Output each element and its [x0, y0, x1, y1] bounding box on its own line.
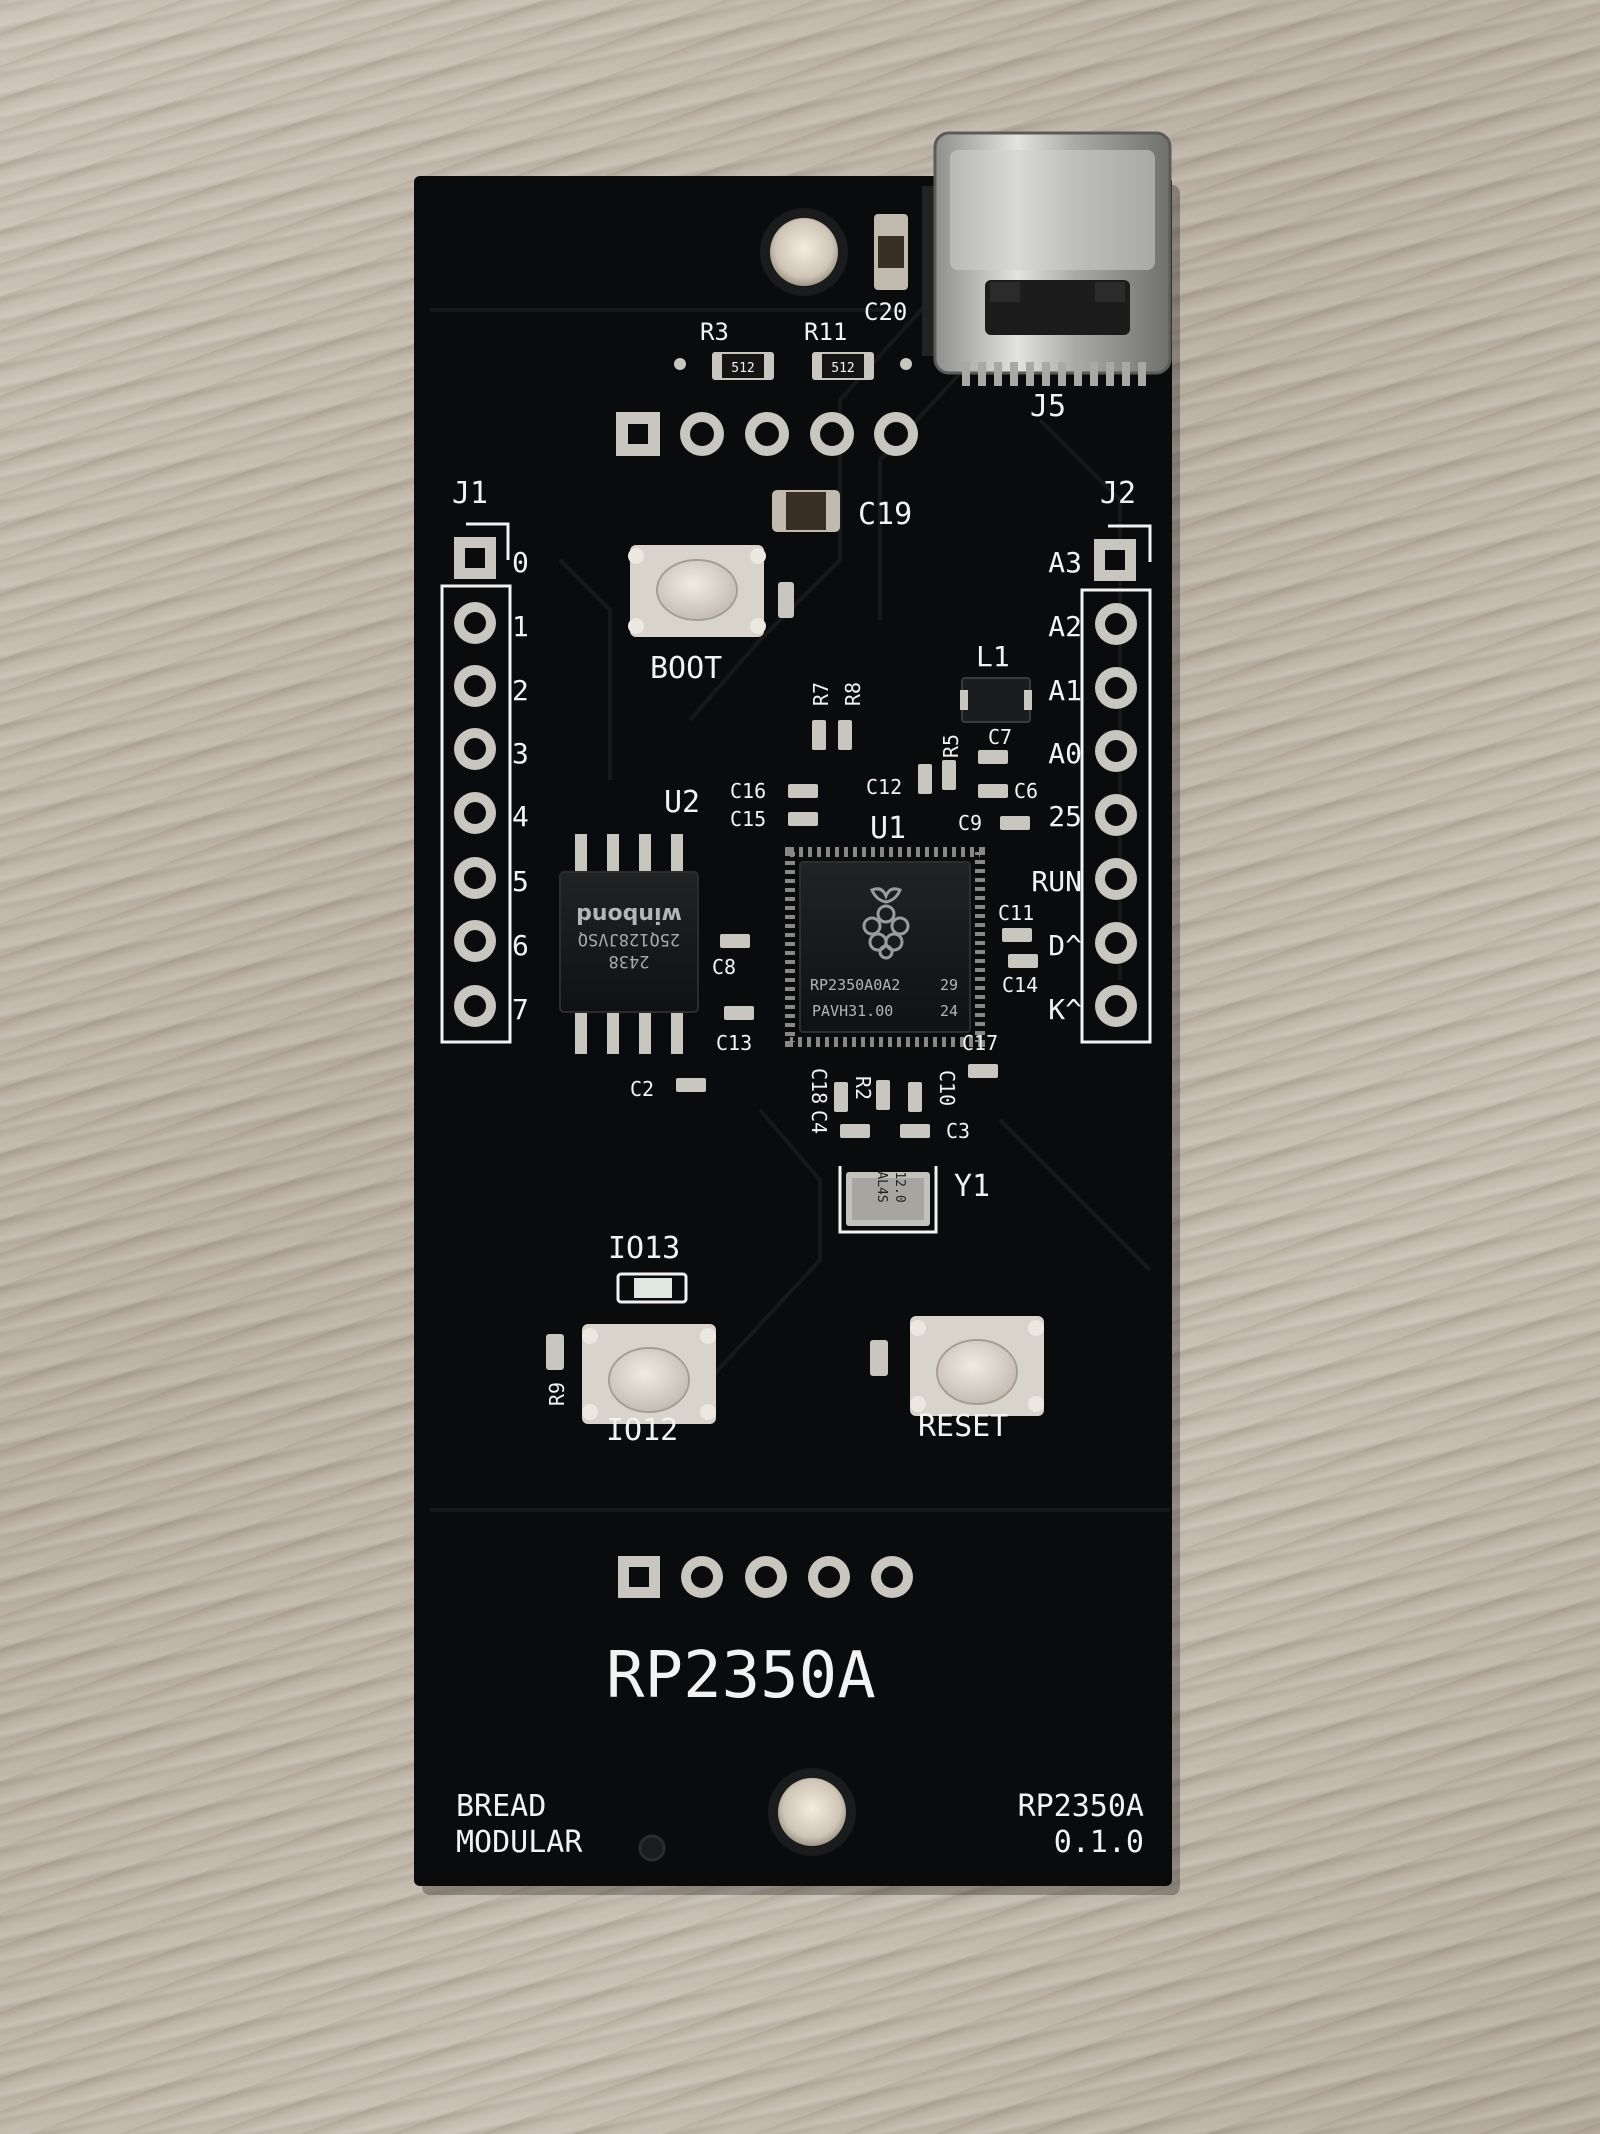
- label-c17: C17: [962, 1031, 998, 1055]
- label-c10: C10: [935, 1070, 959, 1106]
- pin-label-right: A3: [1048, 546, 1082, 579]
- pin-label-right: RUN: [1031, 865, 1082, 898]
- mounting-hole-bottom: [768, 1768, 856, 1856]
- resistor-marking: 512: [731, 361, 754, 376]
- label-c6: C6: [1014, 779, 1038, 803]
- label-io13: IO13: [608, 1231, 680, 1266]
- label-c13: C13: [716, 1031, 752, 1055]
- label-j2: J2: [1100, 476, 1136, 511]
- label-y1: Y1: [954, 1169, 990, 1204]
- label-c7: C7: [988, 725, 1012, 749]
- model-version: 0.1.0: [1054, 1825, 1144, 1860]
- pin-label-left: 2: [512, 674, 529, 707]
- pin-label-left: 0: [512, 546, 529, 579]
- pin-label-right: K^: [1048, 993, 1082, 1026]
- brand-line1: BREAD: [456, 1789, 546, 1824]
- label-u1: U1: [870, 811, 906, 846]
- label-c19: C19: [858, 497, 912, 532]
- boot-button[interactable]: [628, 545, 766, 637]
- flash-part-number: 25Q128JVSQ: [578, 929, 680, 949]
- flash-date-code: 2438: [609, 951, 650, 971]
- inductor-l1: [960, 677, 1032, 723]
- pin-label-left: 6: [512, 929, 529, 962]
- small-via-hole: [638, 1834, 666, 1862]
- capacitor-c20: [874, 214, 908, 290]
- header-j1: [440, 522, 512, 1044]
- mounting-hole-top: [760, 208, 848, 296]
- reset-button[interactable]: [910, 1316, 1044, 1416]
- resistor-reset: [870, 1340, 888, 1376]
- resistor-r11: 512: [812, 352, 874, 380]
- label-r5: R5: [939, 734, 963, 758]
- raspberry-pi-logo-icon: [862, 887, 910, 960]
- pin-label-left: 3: [512, 737, 529, 770]
- crystal-frequency: 12.0: [892, 1171, 907, 1202]
- pin-label-left: 5: [512, 865, 529, 898]
- pin-label-right: D^: [1048, 929, 1082, 962]
- silkscreen-labels: J1 J2 J5 R3 R11 C20 C19 BOOT L1 U2 U1 Y1…: [452, 298, 1144, 1860]
- label-r8: R8: [841, 682, 865, 706]
- label-u2: U2: [664, 785, 700, 820]
- label-c16: C16: [730, 779, 766, 803]
- label-c20: C20: [864, 298, 907, 326]
- pin-label-left: 4: [512, 800, 529, 833]
- label-r11: R11: [804, 318, 847, 346]
- label-r7: R7: [809, 682, 833, 706]
- usb-c-connector: [922, 131, 1172, 386]
- crystal-code: AL4S: [874, 1171, 889, 1202]
- small-passives: [676, 720, 1038, 1138]
- mcu-chip-u1: RP2350A0A2 29 PAVH31.00 24: [785, 847, 985, 1047]
- pin-label-right: A1: [1048, 674, 1082, 707]
- label-j1: J1: [452, 476, 488, 511]
- label-c8: C8: [712, 955, 736, 979]
- io12-button[interactable]: [582, 1324, 716, 1424]
- label-io12: IO12: [606, 1413, 678, 1448]
- label-c12: C12: [866, 775, 902, 799]
- label-j5: J5: [1030, 389, 1066, 424]
- label-c18: C18: [807, 1068, 831, 1104]
- resistor-r3: 512: [712, 352, 774, 380]
- mcu-code-a: 29: [940, 976, 958, 994]
- top-header-pads: [616, 412, 918, 456]
- pin-label-left: 1: [512, 610, 529, 643]
- brand-line2: MODULAR: [456, 1825, 583, 1860]
- mcu-code-b: 24: [940, 1002, 958, 1020]
- label-c15: C15: [730, 807, 766, 831]
- mcu-part-number: RP2350A0A2: [810, 976, 900, 994]
- led-io13: [616, 1272, 688, 1304]
- bottom-header-pads: [618, 1556, 913, 1598]
- label-boot: BOOT: [650, 651, 722, 686]
- label-c2: C2: [630, 1077, 654, 1101]
- label-c3: C3: [946, 1119, 970, 1143]
- label-r2: R2: [851, 1076, 875, 1100]
- header-j2: [1080, 524, 1152, 1044]
- resistor-marking: 512: [831, 361, 854, 376]
- pin-label-left: 7: [512, 993, 529, 1026]
- pin-label-right: A2: [1048, 610, 1082, 643]
- pin-label-right: A0: [1048, 737, 1082, 770]
- label-c11: C11: [998, 901, 1034, 925]
- mcu-lot-code: PAVH31.00: [812, 1002, 893, 1020]
- flash-brand: winbond: [576, 902, 682, 927]
- label-c9: C9: [958, 811, 982, 835]
- pcb-board: [414, 176, 1172, 1886]
- resistor-r9: [546, 1334, 564, 1370]
- label-c4: C4: [807, 1110, 831, 1134]
- model-name: RP2350A: [1018, 1789, 1144, 1824]
- pin-label-right: 25: [1048, 800, 1082, 833]
- label-r9: R9: [545, 1382, 569, 1406]
- label-r3: R3: [700, 318, 729, 346]
- capacitor-c19: [772, 490, 840, 532]
- board-title: RP2350A: [606, 1639, 876, 1713]
- flash-chip-u2: 2438 25Q128JVSQ winbond: [559, 834, 699, 1054]
- label-l1: L1: [976, 640, 1010, 673]
- crystal-y1: 12.0 AL4S: [838, 1166, 938, 1234]
- label-c14: C14: [1002, 973, 1038, 997]
- label-reset: RESET: [918, 1409, 1008, 1444]
